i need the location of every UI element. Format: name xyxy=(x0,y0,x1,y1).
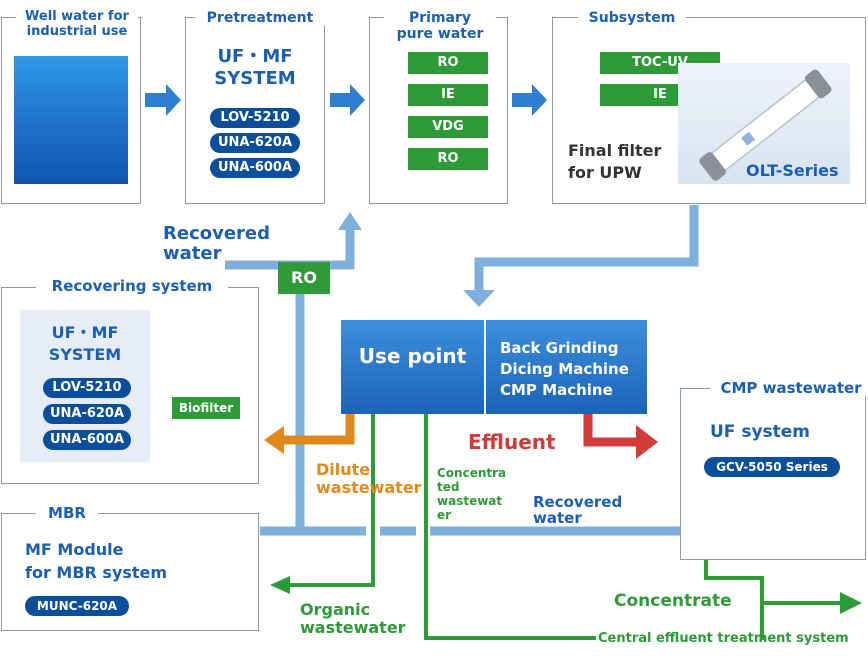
organic-wastewater-label: Organic wastewater xyxy=(300,600,406,637)
mbr-title: MBR xyxy=(36,505,98,521)
arrow-primary-to-subsystem xyxy=(512,84,547,116)
primary-step-1: RO xyxy=(408,52,488,74)
ro-tag: RO xyxy=(278,262,330,294)
arrow-dilute xyxy=(264,426,284,454)
pipe-dilute xyxy=(282,414,355,445)
recovering-model-3: UNA-600A xyxy=(43,430,131,450)
final-filter-label: Final filter for UPW xyxy=(568,141,662,182)
pipe-effluent xyxy=(583,414,638,447)
primary-step-4: RO xyxy=(408,148,488,170)
pipe-subsystem-to-usepoint xyxy=(474,205,699,292)
arrow-well-to-pretreatment xyxy=(145,84,181,116)
recovering-title: Recovering system xyxy=(36,278,228,294)
pipe-recovered-to-primary xyxy=(225,228,355,270)
recovering-model-1: LOV-5210 xyxy=(43,378,131,398)
primary-title: Primary pure water xyxy=(384,10,496,42)
well-water-image xyxy=(14,56,128,184)
olt-product-image: OLT-Series xyxy=(678,63,850,184)
primary-box xyxy=(369,17,508,204)
mbr-model: MUNC-620A xyxy=(25,596,129,616)
olt-series-label: OLT-Series xyxy=(746,161,839,180)
mbr-module: MF Module for MBR system xyxy=(25,540,168,582)
blue-pipes xyxy=(225,205,699,536)
recovering-system: UF・MF SYSTEM xyxy=(48,323,122,364)
cmp-system: UF system xyxy=(709,422,811,442)
arrow-pretreatment-to-primary xyxy=(330,84,365,116)
machines-label: Back Grinding Dicing Machine CMP Machine xyxy=(500,339,629,399)
pretreatment-model-2: UNA-620A xyxy=(210,133,300,153)
use-point-box: Use point xyxy=(341,320,484,414)
pretreatment-model-3: UNA-600A xyxy=(210,158,300,178)
pretreatment-system: UF・MF SYSTEM xyxy=(214,46,296,89)
arrow-up-to-primary xyxy=(338,212,362,230)
arrow-effluent xyxy=(636,425,658,459)
primary-step-2: IE xyxy=(408,84,488,106)
pretreatment-title: Pretreatment xyxy=(195,10,325,26)
effluent-label: Effluent xyxy=(468,430,556,454)
subsystem-title: Subsystem xyxy=(578,10,686,26)
primary-step-3: VDG xyxy=(408,116,488,138)
cmp-title: CMP wastewater xyxy=(710,380,868,396)
filter-cartridge-icon xyxy=(699,69,832,181)
forward-arrows xyxy=(145,84,547,116)
central-effluent-label: Central effluent treatment system xyxy=(598,631,849,646)
use-point-label: Use point xyxy=(358,344,467,368)
recovered-water-mid-label: Recovered water xyxy=(533,493,623,527)
recovering-model-2: UNA-620A xyxy=(43,404,131,424)
machines-box: Back Grinding Dicing Machine CMP Machine xyxy=(486,320,647,414)
cmp-model: GCV-5050 Series xyxy=(704,457,840,477)
dilute-wastewater-label: Dilute wastewater xyxy=(316,460,422,497)
recovered-water-top-label: Recovered water xyxy=(163,223,271,264)
pretreatment-model-1: LOV-5210 xyxy=(210,108,300,128)
well-water-title: Well water for industrial use xyxy=(16,9,138,39)
concentrated-wastewater-label: Concentra ted wastewat er xyxy=(437,466,507,522)
concentrate-label: Concentrate xyxy=(614,591,732,611)
biofilter-tag: Biofilter xyxy=(172,397,240,419)
arrow-down-to-usepoint xyxy=(463,290,495,307)
